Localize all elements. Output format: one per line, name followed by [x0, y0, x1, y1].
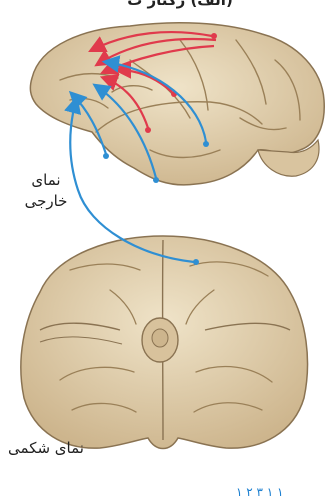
blue-dot-1: [203, 141, 209, 147]
ventral-view-label: نمای شکمی: [8, 438, 84, 459]
ventral-brain: [21, 236, 308, 449]
lateral-view-label: نمای خارجی: [8, 170, 84, 212]
ventral-pons: [152, 329, 168, 347]
figure-title: (الف) رکنار ت: [100, 0, 260, 11]
blue-dot-4: [193, 259, 199, 265]
blue-dot-3: [103, 153, 109, 159]
red-dot-1: [211, 33, 217, 39]
red-dot-2: [145, 127, 151, 133]
blue-dot-2: [153, 177, 159, 183]
